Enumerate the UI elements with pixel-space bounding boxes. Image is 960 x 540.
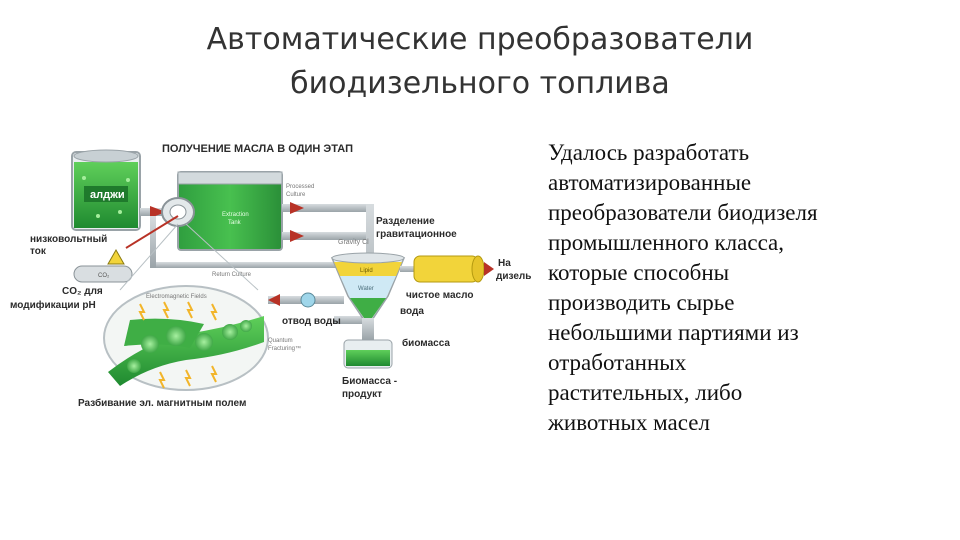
clean-oil-label: чистое масло xyxy=(406,290,473,301)
diesel-tank xyxy=(413,255,485,283)
body-line: промышленного класса, xyxy=(548,230,785,255)
voltage-line xyxy=(125,215,179,249)
water-label: вода xyxy=(400,306,424,317)
co2-label-1: CO₂ для xyxy=(62,286,103,297)
body-line: отработанных xyxy=(548,350,687,375)
to-diesel-2: дизель xyxy=(496,271,531,282)
low-voltage-1: низковольтный xyxy=(30,234,107,245)
water-drain-label: отвод воды xyxy=(282,316,341,327)
separation-label-1: Разделение xyxy=(376,216,435,227)
body-line: небольшими партиями из xyxy=(548,320,799,345)
body-line: автоматизированные xyxy=(548,170,752,195)
oil-pipe xyxy=(400,266,416,272)
body-text: Удалось разработать автоматизированные п… xyxy=(548,138,948,438)
water-inner-label: Water xyxy=(358,286,374,292)
body-line: Удалось разработать xyxy=(548,140,750,165)
to-diesel-1: На xyxy=(498,258,511,269)
em-fields-label: Electromagnetic Fields xyxy=(146,294,207,300)
biomass-product-1: Биомасса - xyxy=(342,376,397,387)
gravity-arrow xyxy=(290,230,304,242)
water-drain-arrow xyxy=(268,294,280,306)
algae-tank: алджи xyxy=(71,149,141,231)
quantum-label-1: Quantum xyxy=(268,338,293,344)
em-fracturing-view: Electromagnetic Fields Quantum Fracturin… xyxy=(103,285,301,391)
fracturing-caption: Разбивание эл. магнитным полем xyxy=(78,397,246,409)
co2-small: CO₂ xyxy=(98,273,110,279)
return-pipe xyxy=(150,262,400,268)
co2-label-2: модификации pH xyxy=(10,299,96,311)
processed-culture-1: Processed xyxy=(286,184,314,190)
title-line-2: биодизельного топлива xyxy=(290,66,670,101)
biomass-product-2: продукт xyxy=(342,389,382,400)
processed-arrow xyxy=(290,202,304,214)
body-line: производить сырье xyxy=(548,290,735,315)
extraction-tank: Extraction Tank xyxy=(161,171,283,251)
biomass-collector xyxy=(343,318,393,369)
diagram-header: ПОЛУЧЕНИЕ МАСЛА В ОДИН ЭТАП xyxy=(162,143,353,155)
body-line: растительных, либо xyxy=(548,380,743,405)
processed-pipe xyxy=(282,204,368,212)
gravity-label: Gravity Cl xyxy=(338,239,369,246)
extraction-label-2: Tank xyxy=(228,220,242,226)
biomass-label: биомасса xyxy=(402,337,450,349)
algae-label: алджи xyxy=(90,189,125,201)
separation-label-2: гравитационное xyxy=(376,229,457,240)
body-line: преобразователи биодизеля xyxy=(548,200,818,225)
separation-funnel: Lipid Water xyxy=(330,252,406,321)
valve-icon xyxy=(300,292,316,308)
slide-title: Автоматические преобразователи биодизель… xyxy=(120,18,840,106)
gravity-pipe xyxy=(282,232,368,240)
title-line-1: Автоматические преобразователи xyxy=(206,22,754,57)
lipid-label: Lipid xyxy=(360,268,373,274)
extraction-label-1: Extraction xyxy=(222,212,249,218)
body-line: животных масел xyxy=(548,410,710,435)
body-line: которые способны xyxy=(548,260,730,285)
processed-culture-2: Culture xyxy=(286,192,306,198)
co2-cylinder: CO₂ xyxy=(73,248,133,283)
diesel-arrow xyxy=(484,262,494,276)
feed-arrow xyxy=(150,206,166,218)
quantum-label-2: Fracturing™ xyxy=(268,345,301,352)
low-voltage-2: ток xyxy=(30,246,47,257)
return-culture-label: Return Culture xyxy=(212,272,252,278)
oil-extraction-diagram: ПОЛУЧЕНИЕ МАСЛА В ОДИН ЭТАП алджи Extrac… xyxy=(10,143,531,409)
